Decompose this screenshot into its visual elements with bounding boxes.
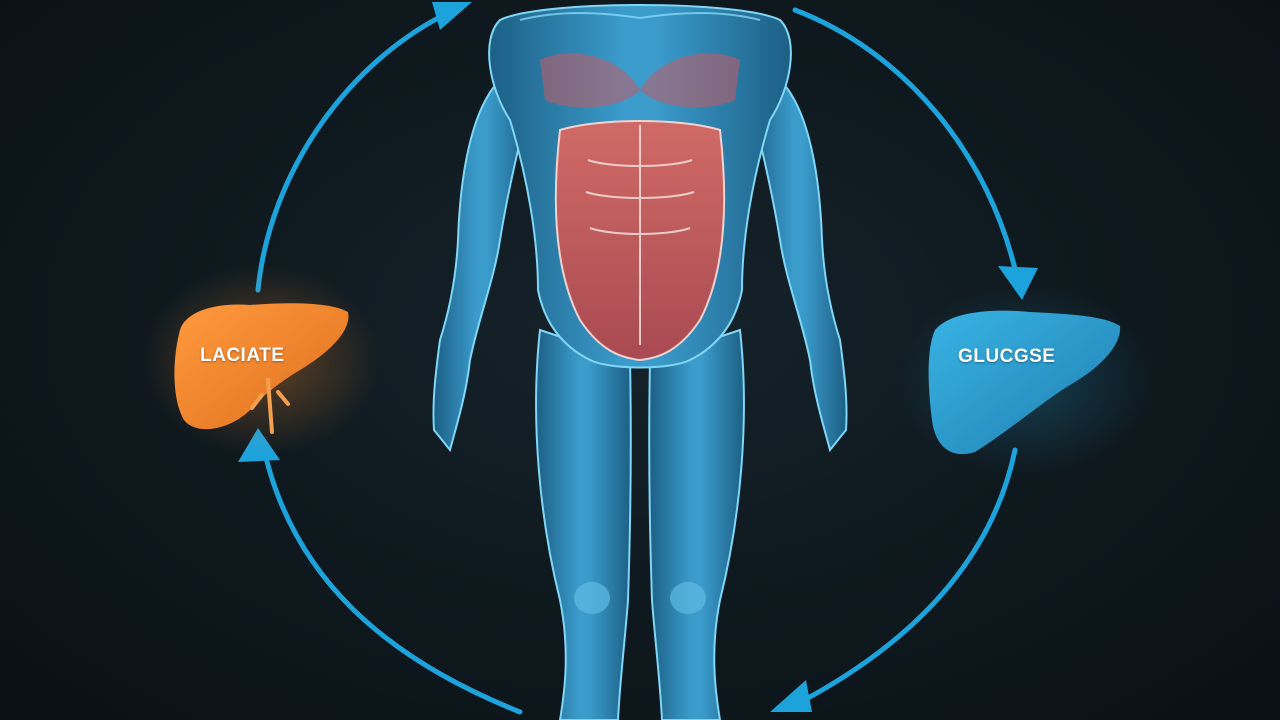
right-arm [748, 78, 848, 453]
arrowhead-glucose [998, 266, 1038, 300]
arrow-lower-right [792, 447, 1018, 708]
glucose-organ [895, 285, 1155, 475]
arrowhead-bottom [770, 680, 812, 712]
left-leg [535, 328, 632, 720]
right-leg [648, 328, 745, 720]
lactate-label: LACIATE [200, 345, 285, 366]
glucose-label: GLUCGSE [958, 346, 1056, 367]
liver-icon [174, 303, 349, 430]
lactate-organ [142, 265, 382, 455]
arrow-upper-left [255, 9, 453, 293]
arrow-upper-right [792, 7, 1021, 285]
arrow-lower-left [259, 437, 523, 715]
arrowhead-top [432, 2, 472, 30]
liver-icon [928, 310, 1121, 455]
human-muscle-figure [432, 4, 848, 720]
left-arm [432, 78, 532, 453]
cycle-arrows [255, 7, 1021, 715]
